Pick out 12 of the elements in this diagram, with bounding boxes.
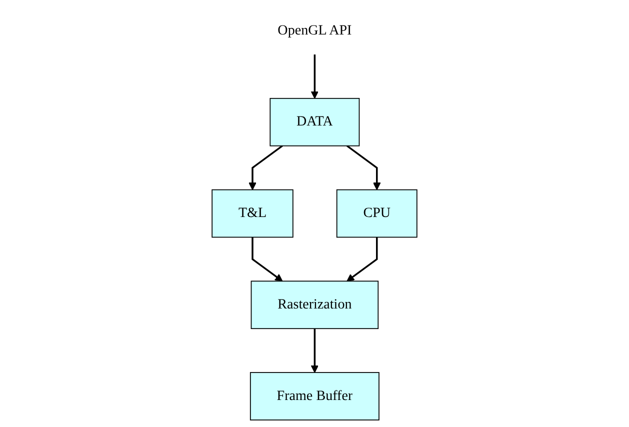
node-text: OpenGL API [278,22,352,38]
arrow [346,237,378,282]
node-box: Frame Buffer [250,372,380,420]
node-box: T&L [212,189,294,238]
arrow [248,145,283,190]
node-box: CPU [336,189,418,238]
arrow [252,237,283,282]
node-box: Rasterization [250,280,379,330]
arrow [310,328,319,373]
arrow [346,145,381,190]
node-box: DATA [270,98,360,146]
arrow [310,54,319,99]
